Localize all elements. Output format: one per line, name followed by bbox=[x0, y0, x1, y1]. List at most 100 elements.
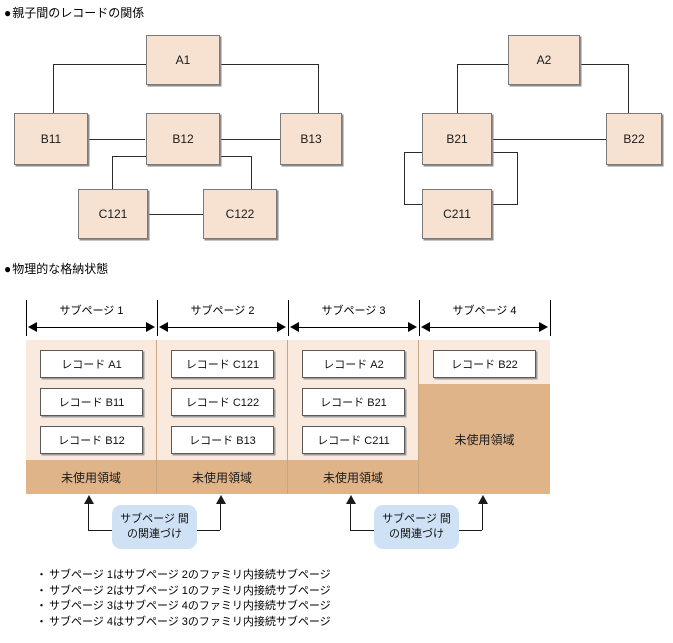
subpage-column-1: 未使用領域 レコード A1 レコード B11 レコード B12 bbox=[26, 340, 157, 494]
record-box[interactable]: レコード A1 bbox=[40, 350, 143, 378]
edge-b11-b12 bbox=[88, 139, 145, 140]
node-b11[interactable]: B11 bbox=[14, 113, 88, 165]
note-bullet: ・ bbox=[36, 584, 47, 597]
note-text: サブページ 4はサブページ 3のファミリ内接続サブページ bbox=[49, 615, 331, 628]
record-box[interactable]: レコード A2 bbox=[302, 350, 405, 378]
arrow-shaft bbox=[296, 327, 411, 328]
callout-line-1: サブページ 間 bbox=[120, 513, 189, 525]
edge-a2-b21-vertical bbox=[457, 64, 458, 113]
node-label: C121 bbox=[98, 207, 128, 221]
record-box[interactable]: レコード B21 bbox=[302, 388, 405, 416]
arrow-shaft bbox=[427, 327, 542, 328]
subpage-column-2: 未使用領域 レコード C121 レコード C122 レコード B13 bbox=[157, 340, 288, 494]
node-b21[interactable]: B21 bbox=[422, 113, 492, 165]
edge-b12-c122-vertical bbox=[251, 156, 252, 189]
edge-a2-b22-horizontal bbox=[580, 64, 628, 65]
callout-subpage-link-1: サブページ 間 の関連づけ bbox=[112, 505, 197, 549]
subpage-tick-2 bbox=[288, 300, 289, 336]
section-title: 物理的な格納状態 bbox=[12, 262, 109, 276]
subpage-header-3: サブページ 3 bbox=[321, 305, 386, 317]
note-text: サブページ 2はサブページ 1のファミリ内接続サブページ bbox=[49, 584, 331, 597]
subpage-header-4: サブページ 4 bbox=[452, 305, 517, 317]
record-box[interactable]: レコード B22 bbox=[433, 350, 536, 378]
subpage-column-3: 未使用領域 レコード A2 レコード B21 レコード C211 bbox=[288, 340, 419, 494]
record-box[interactable]: レコード C122 bbox=[171, 388, 274, 416]
edge-b12-c121-vertical bbox=[112, 156, 113, 189]
note-item: ・サブページ 2はサブページ 1のファミリ内接続サブページ bbox=[36, 584, 331, 600]
node-label: B21 bbox=[446, 132, 468, 146]
note-bullet: ・ bbox=[36, 569, 47, 581]
edge-a1-b13-horizontal bbox=[220, 64, 318, 65]
node-b22[interactable]: B22 bbox=[606, 113, 662, 165]
node-a2[interactable]: A2 bbox=[508, 35, 580, 85]
record-box[interactable]: レコード B11 bbox=[40, 388, 143, 416]
arrow-head-right-icon bbox=[539, 322, 548, 332]
node-label: B13 bbox=[300, 132, 322, 146]
node-label: C211 bbox=[443, 207, 471, 221]
record-box[interactable]: レコード B12 bbox=[40, 426, 143, 454]
section-bullet: ● bbox=[4, 262, 12, 276]
subpage-tick-1 bbox=[157, 300, 158, 336]
edge-b21-c211-left-bottom bbox=[404, 204, 422, 205]
unused-area-label-3: 未使用領域 bbox=[288, 460, 418, 494]
section-header-relations: ●親子間のレコードの関係 bbox=[4, 6, 144, 20]
arrow-head-left-icon bbox=[159, 322, 168, 332]
notes-list: ・サブページ 1はサブページ 2のファミリ内接続サブページ ・サブページ 2はサ… bbox=[36, 568, 331, 630]
node-c122[interactable]: C122 bbox=[203, 189, 277, 239]
record-box[interactable]: レコード C121 bbox=[171, 350, 274, 378]
node-label: A1 bbox=[175, 53, 191, 67]
record-box[interactable]: レコード C211 bbox=[302, 426, 405, 454]
unused-area-label-4: 未使用領域 bbox=[419, 384, 550, 494]
callout-leader-right-vertical bbox=[220, 504, 221, 530]
edge-b21-c211-right-top bbox=[492, 152, 518, 153]
subpage-extent-arrow-3 bbox=[290, 322, 417, 333]
callout-leader-left-vertical bbox=[350, 504, 351, 530]
edge-a1-b11-vertical bbox=[53, 64, 54, 113]
edge-a2-b22-vertical bbox=[628, 64, 629, 113]
storage-map: サブページ 1 サブページ 2 サブページ 3 サブページ 4 未使用領域 レコ… bbox=[26, 300, 551, 494]
node-label: B12 bbox=[172, 132, 194, 146]
edge-a2-b21-horizontal bbox=[457, 64, 508, 65]
node-c211[interactable]: C211 bbox=[422, 189, 492, 239]
node-b12[interactable]: B12 bbox=[146, 113, 220, 165]
arrow-shaft bbox=[34, 327, 149, 328]
node-a1[interactable]: A1 bbox=[146, 35, 220, 85]
note-item: ・サブページ 3はサブページ 4のファミリ内接続サブページ bbox=[36, 599, 331, 615]
note-item: ・サブページ 4はサブページ 3のファミリ内接続サブページ bbox=[36, 615, 331, 631]
callout-line-1: サブページ 間 bbox=[382, 513, 451, 525]
arrow-head-right-icon bbox=[277, 322, 286, 332]
note-bullet: ・ bbox=[36, 600, 47, 612]
arrow-head-right-icon bbox=[408, 322, 417, 332]
callout-line-2: の関連づけ bbox=[127, 528, 182, 540]
node-b13[interactable]: B13 bbox=[280, 113, 342, 165]
edge-b21-c211-left-top bbox=[404, 152, 422, 153]
arrow-head-left-icon bbox=[421, 322, 430, 332]
edge-b21-c211-right-bottom bbox=[487, 204, 518, 205]
edge-b21-b22 bbox=[492, 139, 606, 140]
record-box[interactable]: レコード B13 bbox=[171, 426, 274, 454]
node-c121[interactable]: C121 bbox=[78, 189, 148, 239]
section-title: 親子間のレコードの関係 bbox=[12, 6, 145, 20]
callout-arrow-head-right-icon bbox=[216, 495, 226, 504]
node-label: B11 bbox=[40, 132, 62, 146]
edge-b12-c122-horizontal bbox=[220, 156, 252, 157]
arrow-head-left-icon bbox=[28, 322, 37, 332]
subpage-extent-arrow-4 bbox=[421, 322, 548, 333]
edge-b12-b13 bbox=[220, 139, 280, 140]
callout-line-2: の関連づけ bbox=[389, 528, 444, 540]
edge-b21-c211-left-vertical bbox=[404, 152, 405, 204]
node-label: A2 bbox=[536, 53, 552, 67]
section-bullet: ● bbox=[4, 6, 12, 20]
arrow-head-left-icon bbox=[290, 322, 299, 332]
unused-area-label-2: 未使用領域 bbox=[157, 460, 287, 494]
callout-arrow-head-left-icon bbox=[346, 495, 356, 504]
node-label: C122 bbox=[225, 207, 255, 221]
edge-c121-c122 bbox=[148, 214, 203, 215]
arrow-shaft bbox=[165, 327, 280, 328]
section-header-physical: ●物理的な格納状態 bbox=[4, 262, 108, 276]
node-label: B22 bbox=[623, 132, 645, 146]
edge-b21-c211-right-vertical bbox=[517, 152, 518, 204]
subpage-header-2: サブページ 2 bbox=[190, 305, 255, 317]
subpage-extent-arrow-1 bbox=[28, 322, 155, 333]
unused-area-label-1: 未使用領域 bbox=[26, 460, 156, 494]
